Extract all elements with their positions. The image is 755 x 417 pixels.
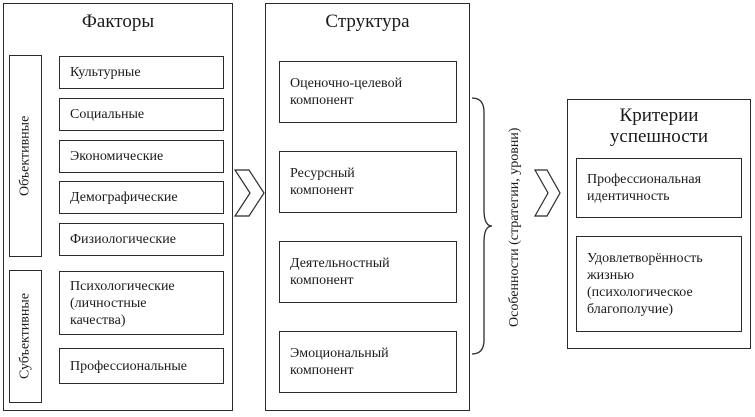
factors-title: Факторы bbox=[81, 11, 155, 32]
factor-cultural: Культурные bbox=[59, 56, 224, 89]
subjective-group bbox=[9, 270, 42, 403]
criterion-wellbeing: Удовлетворённость жизнью (психологическо… bbox=[576, 236, 742, 332]
component-emotional: Эмоциональный компонент bbox=[279, 331, 457, 393]
criterion-identity: Профессиональная идентичность bbox=[576, 158, 742, 218]
factor-physiological: Физиологические bbox=[59, 223, 224, 256]
component-activity: Деятельностный компонент bbox=[279, 241, 457, 303]
objective-group bbox=[9, 55, 42, 257]
structure-title: Структура bbox=[325, 11, 410, 32]
factor-economic: Экономические bbox=[59, 140, 224, 173]
chevron-right-icon bbox=[533, 169, 561, 217]
factor-demographic: Демографические bbox=[59, 181, 224, 214]
component-resource: Ресурсный компонент bbox=[279, 151, 457, 213]
brace-label: Особенности (стратегии, уровни) bbox=[507, 127, 522, 327]
factor-social: Социальные bbox=[59, 98, 224, 131]
factor-professional: Профессиональные bbox=[59, 348, 224, 384]
component-evaluative: Оценочно-целевой компонент bbox=[279, 61, 457, 123]
criteria-title: Критерии успешности bbox=[609, 105, 709, 147]
curly-brace-icon bbox=[471, 97, 493, 355]
factor-psychological: Психологические (личностные качества) bbox=[59, 271, 224, 335]
chevron-right-icon bbox=[233, 169, 265, 217]
